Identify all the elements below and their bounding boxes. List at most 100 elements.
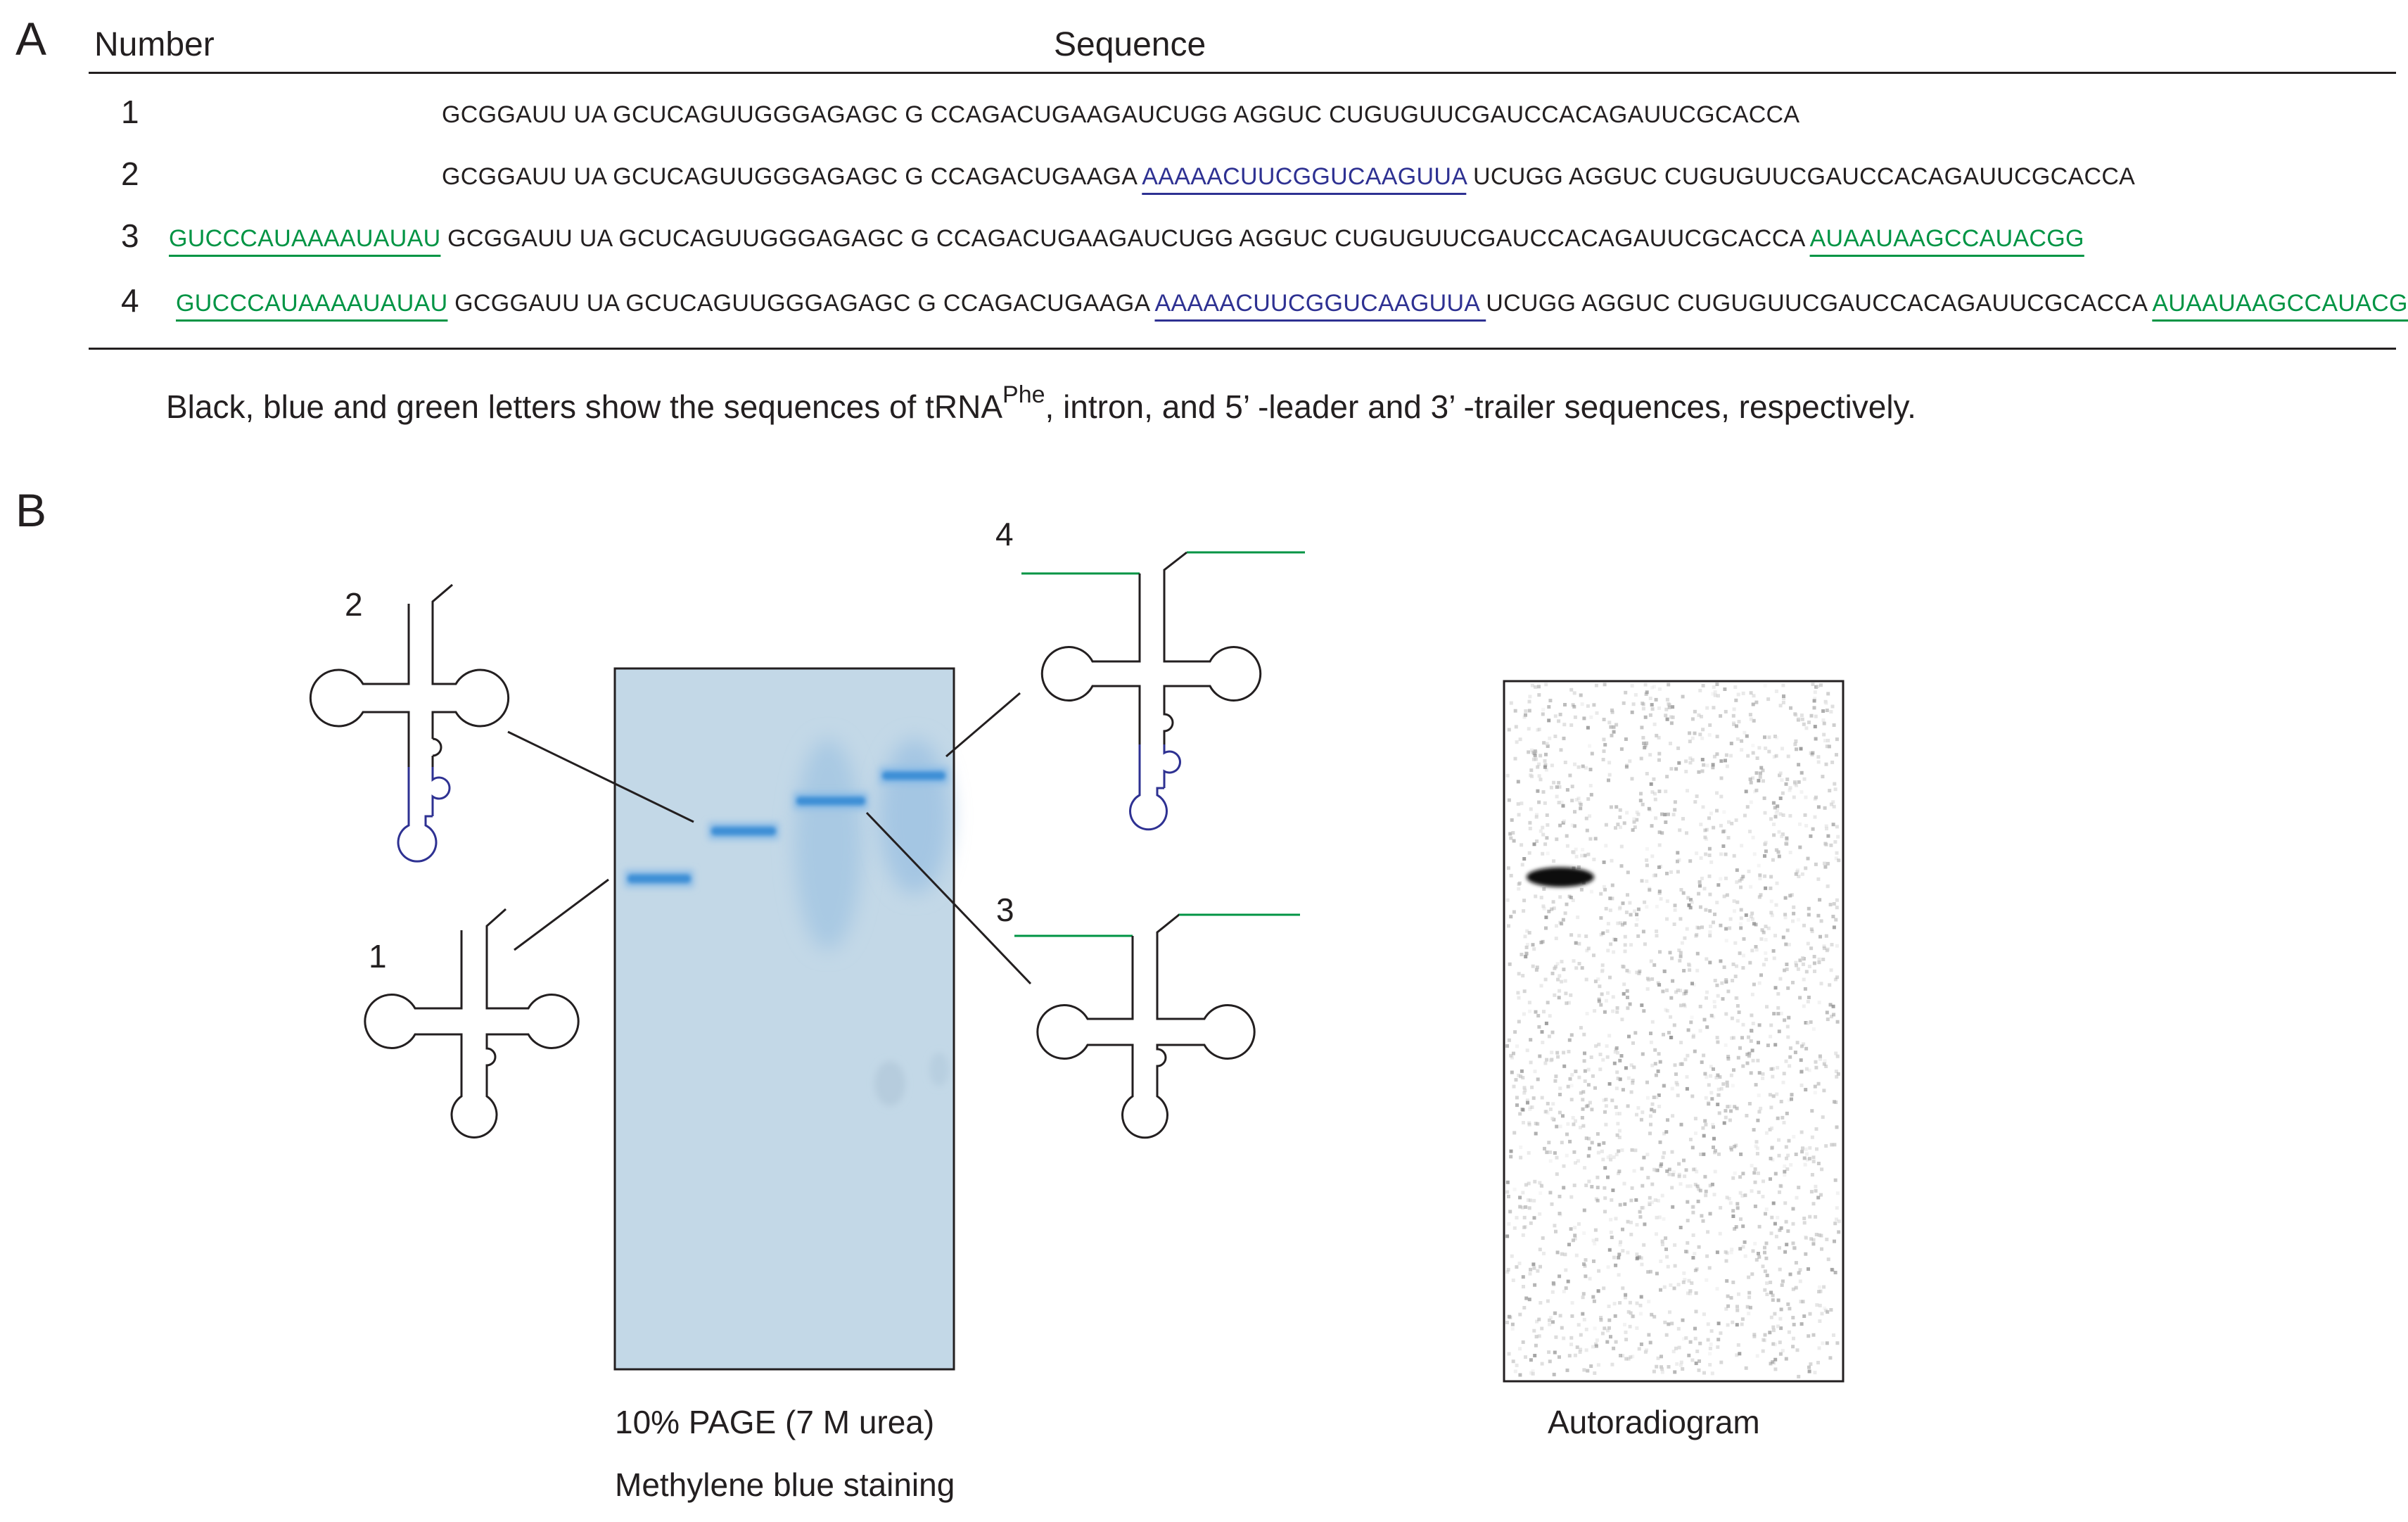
noise-speck — [1708, 1212, 1712, 1216]
noise-speck — [1631, 1081, 1635, 1085]
noise-speck — [1561, 918, 1565, 922]
noise-speck — [1669, 1036, 1673, 1039]
noise-speck — [1735, 724, 1738, 728]
noise-speck — [1652, 1314, 1657, 1319]
noise-speck — [1697, 1245, 1701, 1249]
noise-speck — [1660, 812, 1664, 816]
noise-speck — [1752, 852, 1757, 856]
noise-speck — [1582, 1059, 1586, 1063]
noise-speck — [1799, 747, 1803, 751]
noise-speck — [1653, 1198, 1657, 1202]
noise-speck — [1752, 922, 1756, 926]
noise-speck — [1735, 1004, 1740, 1008]
noise-speck — [1662, 1131, 1667, 1136]
noise-speck — [1797, 1186, 1801, 1190]
noise-speck — [1786, 1229, 1790, 1234]
noise-speck — [1771, 1325, 1776, 1329]
noise-speck — [1640, 1003, 1644, 1008]
noise-speck — [1825, 744, 1829, 749]
noise-speck — [1527, 727, 1531, 731]
noise-speck — [1584, 1258, 1588, 1262]
noise-speck — [1799, 714, 1804, 717]
noise-speck — [1711, 692, 1715, 696]
noise-speck — [1565, 1153, 1569, 1158]
noise-speck — [1766, 697, 1771, 702]
noise-speck — [1594, 683, 1598, 687]
noise-speck — [1662, 970, 1667, 973]
noise-speck — [1814, 1060, 1818, 1064]
noise-speck — [1780, 1349, 1785, 1353]
noise-speck — [1659, 1288, 1662, 1292]
noise-speck — [1824, 1065, 1828, 1068]
noise-speck — [1545, 1058, 1549, 1062]
noise-speck — [1593, 1371, 1597, 1375]
noise-speck — [1656, 1356, 1660, 1360]
noise-speck — [1819, 1234, 1823, 1238]
noise-speck — [1800, 1150, 1804, 1154]
noise-speck — [1618, 1058, 1622, 1063]
noise-speck — [1543, 977, 1548, 982]
noise-speck — [1678, 989, 1683, 993]
noise-speck — [1645, 1348, 1648, 1352]
noise-speck — [1757, 1093, 1761, 1098]
noise-speck — [1816, 1361, 1820, 1364]
noise-speck — [1664, 1008, 1668, 1012]
noise-speck — [1565, 844, 1569, 848]
noise-speck — [1772, 1012, 1776, 1016]
noise-speck — [1788, 788, 1792, 792]
noise-speck — [1769, 817, 1773, 821]
noise-speck — [1603, 683, 1607, 687]
noise-speck — [1809, 834, 1813, 838]
noise-speck — [1725, 764, 1729, 768]
noise-speck — [1525, 1098, 1529, 1103]
noise-speck — [1769, 1231, 1773, 1236]
noise-speck — [1550, 907, 1554, 911]
noise-speck — [1738, 1175, 1743, 1179]
noise-speck — [1748, 713, 1752, 717]
noise-speck — [1654, 1073, 1658, 1077]
noise-speck — [1548, 1014, 1552, 1018]
noise-speck — [1683, 936, 1687, 940]
noise-speck — [1710, 1097, 1714, 1101]
noise-speck — [1588, 784, 1593, 787]
table-top-rule — [89, 72, 2396, 74]
noise-speck — [1541, 832, 1546, 837]
noise-speck — [1547, 1350, 1551, 1355]
noise-speck — [1758, 873, 1762, 877]
noise-speck — [1688, 761, 1693, 765]
noise-speck — [1829, 1308, 1833, 1312]
noise-speck — [1703, 1072, 1707, 1076]
noise-speck — [1521, 1340, 1525, 1344]
noise-speck — [1516, 802, 1520, 806]
noise-speck — [1737, 1292, 1740, 1296]
noise-speck — [1666, 1264, 1670, 1269]
noise-speck — [1660, 1162, 1664, 1166]
noise-speck — [1690, 900, 1694, 904]
noise-speck — [1685, 1086, 1689, 1091]
noise-speck — [1620, 1017, 1624, 1022]
noise-speck — [1807, 1267, 1810, 1271]
noise-speck — [1591, 1074, 1595, 1078]
noise-speck — [1678, 954, 1683, 958]
noise-speck — [1652, 722, 1657, 726]
noise-speck — [1698, 1188, 1702, 1193]
noise-speck — [1712, 1193, 1716, 1197]
noise-speck — [1774, 903, 1778, 907]
noise-speck — [1724, 1115, 1728, 1120]
noise-speck — [1719, 823, 1723, 827]
noise-speck — [1679, 1360, 1683, 1364]
noise-speck — [1595, 1175, 1600, 1179]
noise-speck — [1788, 786, 1792, 790]
noise-speck — [1657, 752, 1662, 756]
noise-speck — [1620, 922, 1624, 927]
noise-speck — [1624, 737, 1628, 741]
noise-speck — [1565, 1368, 1569, 1372]
noise-speck — [1520, 1069, 1524, 1073]
noise-speck — [1681, 817, 1685, 821]
noise-speck — [1574, 1070, 1578, 1074]
noise-speck — [1617, 906, 1622, 911]
noise-speck — [1576, 1159, 1580, 1163]
noise-speck — [1637, 1255, 1641, 1259]
noise-speck — [1637, 1347, 1641, 1351]
noise-speck — [1824, 701, 1828, 705]
